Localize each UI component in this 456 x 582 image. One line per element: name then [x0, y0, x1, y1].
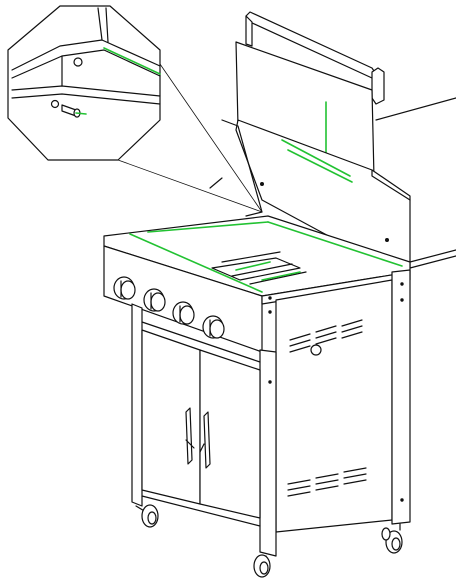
side-vents-lower: [287, 467, 367, 497]
burner-knob-1: [113, 276, 136, 300]
side-vents-upper: [289, 319, 363, 356]
cabinet-door-right: [199, 349, 261, 519]
rear-right-leg: [391, 269, 411, 525]
detail-callout: [7, 5, 263, 213]
burner-knob-4: [202, 315, 225, 339]
cabinet-side-panel: [275, 279, 393, 533]
front-left-leg: [131, 303, 143, 507]
cabinet-door-left: [141, 329, 201, 505]
side-shelf: [375, 97, 456, 269]
rim-highlight-back: [147, 221, 269, 233]
frame-rivets: [268, 282, 404, 502]
cart-cabinet: [131, 269, 411, 557]
caster-front-right: [253, 554, 271, 578]
door-handles: [185, 407, 211, 469]
callout-pin-hole: [50, 99, 60, 109]
callout-pin: [61, 104, 87, 118]
front-right-leg: [259, 349, 277, 557]
callout-screw-hole: [73, 57, 83, 67]
callout-octagon: [7, 5, 161, 161]
burner-knob-3: [172, 301, 195, 325]
grill-lid: [209, 41, 411, 269]
callout-highlight-edge: [103, 47, 161, 75]
caster-front-left: [135, 504, 159, 528]
callout-panel-detail: [11, 7, 161, 118]
lid-rivet: [260, 182, 264, 186]
casters: [135, 504, 403, 578]
callout-leader-upper: [159, 63, 263, 213]
burner-knob-2: [143, 288, 166, 312]
caster-rear-left: [381, 527, 391, 541]
side-knob: [310, 344, 322, 356]
control-knobs: [113, 276, 225, 339]
callout-leader-lower: [117, 159, 263, 213]
rim-highlight-front: [129, 233, 263, 293]
lid-handle: [245, 11, 385, 105]
cooking-grates: [211, 251, 307, 285]
